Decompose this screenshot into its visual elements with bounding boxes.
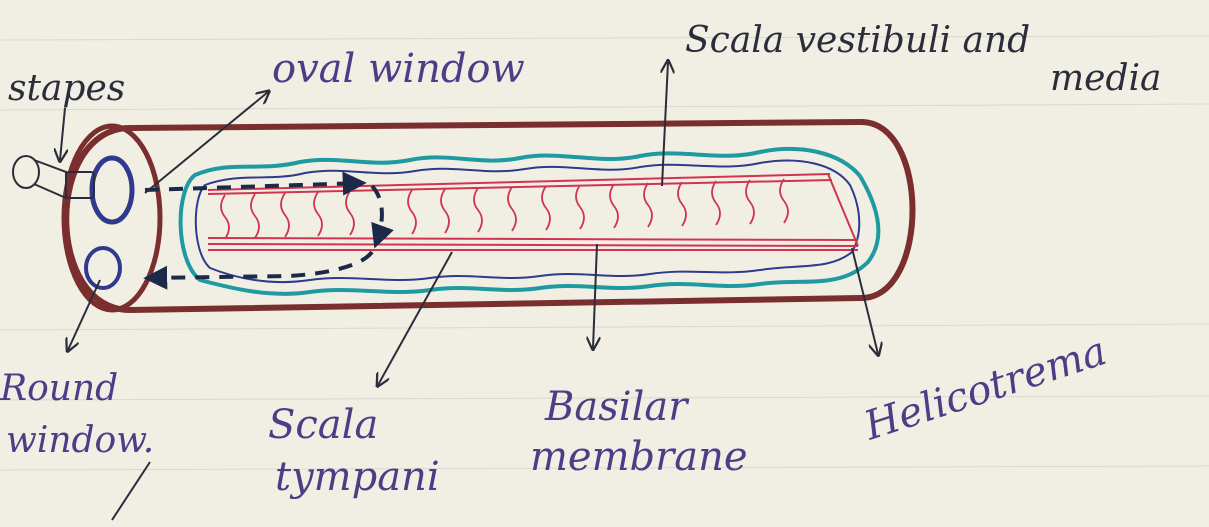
label-oval-window: oval window bbox=[272, 46, 525, 92]
basilar-membrane-line1: Basilar bbox=[544, 384, 690, 430]
round-window-line2: window. bbox=[6, 420, 154, 461]
label-round-window: Round window. bbox=[0, 368, 154, 461]
cochlear-duct-inner bbox=[196, 161, 859, 283]
label-scala-vestibuli-media: Scala vestibuli and media bbox=[685, 20, 1161, 99]
label-scala-tympani: Scala tympani bbox=[268, 402, 440, 500]
label-pointers bbox=[60, 62, 878, 520]
cochlear-duct-outer bbox=[181, 149, 879, 294]
round-window-line1: Round bbox=[0, 368, 118, 409]
label-helicotrema: Helicotrema bbox=[858, 328, 1112, 450]
scala-media-line: media bbox=[1050, 58, 1161, 99]
scala-tympani-line2: tympani bbox=[275, 454, 440, 500]
scala-tympani-line1: Scala bbox=[268, 402, 378, 448]
basilar-membrane bbox=[208, 174, 858, 250]
oval-window bbox=[92, 158, 132, 222]
basilar-membrane-line2: membrane bbox=[530, 434, 748, 480]
round-window bbox=[86, 248, 120, 288]
cochlea-base-ellipse bbox=[64, 126, 160, 310]
scala-vestibuli-line: Scala vestibuli and bbox=[685, 20, 1030, 61]
label-basilar-membrane: Basilar membrane bbox=[530, 384, 748, 480]
label-stapes: stapes bbox=[8, 68, 125, 109]
